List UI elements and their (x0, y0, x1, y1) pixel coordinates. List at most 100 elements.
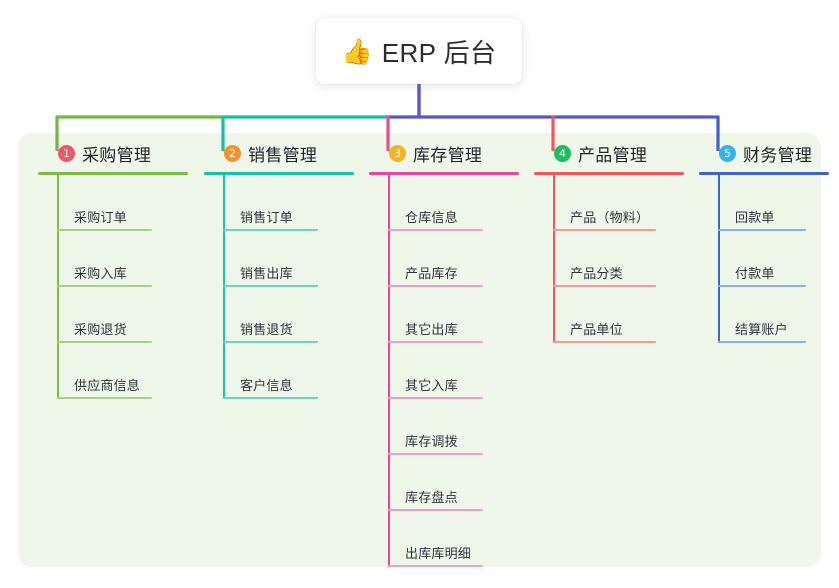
leaf-item[interactable]: 产品（物料） (534, 175, 684, 231)
leaf-label: 产品（物料） (570, 210, 650, 225)
branch-header-rule (534, 172, 684, 175)
leaf-item[interactable]: 采购订单 (38, 175, 188, 231)
leaf-rule (57, 397, 152, 399)
leaf-label: 客户信息 (240, 378, 293, 393)
leaf-rule (388, 285, 483, 287)
branch-header-3[interactable]: 3 库存管理 (369, 140, 519, 166)
leaf-label: 结算账户 (735, 322, 788, 337)
branch-number-badge: 5 (719, 144, 736, 162)
leaf-label: 采购退货 (74, 322, 127, 337)
branch-spine (388, 175, 390, 567)
leaf-label: 出库库明细 (405, 546, 472, 561)
leaf-label: 产品库存 (405, 266, 458, 281)
leaf-item[interactable]: 付款单 (699, 231, 829, 287)
branch-leaf-list: 产品（物料） 产品分类产品单位 (534, 175, 684, 343)
leaf-item[interactable]: 回款单 (699, 175, 829, 231)
leaf-label: 库存盘点 (405, 490, 458, 505)
branch-columns: 1 采购管理采购订单采购入库采购退货供应商信息 2 销售管理销售订单销售出库销售退货客… (0, 140, 839, 570)
branch-column-3: 3 库存管理仓库信息产品库存其它出库其它入库库存调拨库存盘点出库库明细 (369, 140, 519, 567)
leaf-rule (718, 341, 806, 343)
branch-spine (553, 175, 555, 343)
leaf-label: 其它入库 (405, 378, 458, 393)
thumbs-up-emoji: 👍 (341, 37, 373, 66)
leaf-rule (57, 285, 152, 287)
leaf-item[interactable]: 其它出库 (369, 287, 519, 343)
leaf-rule (388, 453, 483, 455)
leaf-rule (57, 341, 152, 343)
leaf-label: 产品单位 (570, 322, 623, 337)
leaf-label: 回款单 (735, 210, 775, 225)
leaf-rule (388, 341, 483, 343)
leaf-rule (553, 285, 656, 287)
diagram-background-panel (18, 133, 821, 567)
leaf-label: 仓库信息 (405, 210, 458, 225)
leaf-rule (388, 565, 483, 567)
root-node-title: ERP 后台 (381, 37, 497, 68)
branch-title: 库存管理 (413, 145, 483, 165)
branch-leaf-list: 仓库信息产品库存其它出库其它入库库存调拨库存盘点出库库明细 (369, 175, 519, 567)
leaf-label: 库存调拨 (405, 434, 458, 449)
leaf-label: 其它出库 (405, 322, 458, 337)
leaf-rule (223, 229, 318, 231)
leaf-rule (553, 341, 656, 343)
leaf-rule (388, 229, 483, 231)
leaf-item[interactable]: 产品分类 (534, 231, 684, 287)
leaf-item[interactable]: 供应商信息 (38, 343, 188, 399)
branch-header-1[interactable]: 1 采购管理 (38, 140, 188, 166)
leaf-item[interactable]: 采购入库 (38, 231, 188, 287)
leaf-item[interactable]: 仓库信息 (369, 175, 519, 231)
branch-header-rule (699, 172, 829, 175)
leaf-rule (57, 229, 152, 231)
leaf-label: 销售退货 (240, 322, 293, 337)
branch-column-5: 5 财务管理回款单付款单结算账户 (699, 140, 829, 343)
branch-number-badge: 1 (58, 144, 75, 162)
branch-spine (718, 175, 720, 343)
branch-column-2: 2 销售管理销售订单销售出库销售退货客户信息 (204, 140, 354, 399)
leaf-rule (388, 509, 483, 511)
leaf-label: 供应商信息 (74, 378, 141, 393)
branch-number-badge: 2 (224, 144, 241, 162)
leaf-item[interactable]: 库存调拨 (369, 399, 519, 455)
leaf-label: 采购入库 (74, 266, 127, 281)
branch-title: 销售管理 (248, 145, 318, 165)
leaf-item[interactable]: 客户信息 (204, 343, 354, 399)
branch-header-5[interactable]: 5 财务管理 (699, 140, 829, 166)
leaf-rule (223, 397, 318, 399)
leaf-item[interactable]: 产品库存 (369, 231, 519, 287)
leaf-label: 付款单 (735, 266, 775, 281)
leaf-rule (718, 285, 806, 287)
leaf-label: 产品分类 (570, 266, 623, 281)
leaf-label: 销售订单 (240, 210, 293, 225)
branch-spine (223, 175, 225, 399)
branch-header-rule (369, 172, 519, 175)
branch-header-rule (38, 172, 188, 175)
branch-title: 财务管理 (743, 145, 813, 165)
leaf-rule (223, 285, 318, 287)
root-node-card[interactable]: 👍 ERP 后台 (316, 18, 522, 84)
branch-title: 产品管理 (578, 145, 648, 165)
branch-leaf-list: 销售订单销售出库销售退货客户信息 (204, 175, 354, 399)
branch-column-1: 1 采购管理采购订单采购入库采购退货供应商信息 (38, 140, 188, 399)
branch-header-2[interactable]: 2 销售管理 (204, 140, 354, 166)
branch-header-rule (204, 172, 354, 175)
leaf-rule (388, 397, 483, 399)
branch-number-badge: 3 (389, 144, 406, 162)
leaf-item[interactable]: 出库库明细 (369, 511, 519, 567)
leaf-rule (553, 229, 656, 231)
leaf-item[interactable]: 其它入库 (369, 343, 519, 399)
leaf-item[interactable]: 结算账户 (699, 287, 829, 343)
leaf-label: 销售出库 (240, 266, 293, 281)
leaf-rule (223, 341, 318, 343)
branch-leaf-list: 回款单付款单结算账户 (699, 175, 829, 343)
leaf-item[interactable]: 采购退货 (38, 287, 188, 343)
leaf-item[interactable]: 销售订单 (204, 175, 354, 231)
leaf-rule (718, 229, 806, 231)
leaf-item[interactable]: 销售退货 (204, 287, 354, 343)
branch-title: 采购管理 (82, 145, 152, 165)
leaf-item[interactable]: 库存盘点 (369, 455, 519, 511)
leaf-item[interactable]: 销售出库 (204, 231, 354, 287)
leaf-item[interactable]: 产品单位 (534, 287, 684, 343)
